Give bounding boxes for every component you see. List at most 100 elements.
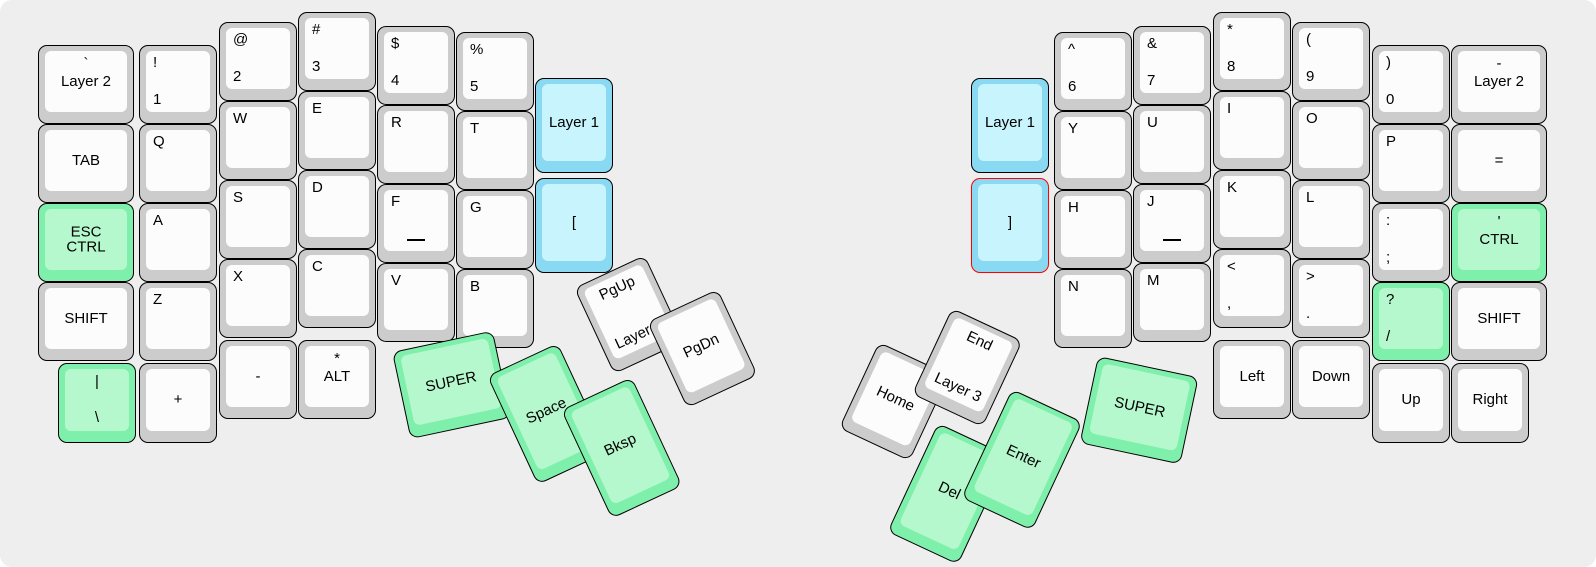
key-legend-center: PgDn xyxy=(680,329,722,362)
key-top: D xyxy=(305,176,369,237)
key-legend-top-left: ? xyxy=(1386,291,1395,308)
key-legend-top-left: R xyxy=(391,114,402,131)
key-l-c6-r2[interactable]: T xyxy=(456,111,534,190)
key-r-c5-r5[interactable]: Down xyxy=(1292,340,1370,419)
key-r-t-super[interactable]: SUPER xyxy=(1079,356,1199,465)
key-top: S xyxy=(226,186,290,247)
key-r-c6-r2[interactable]: P xyxy=(1372,124,1450,203)
key-r-c5-r1[interactable]: (9 xyxy=(1292,22,1370,101)
key-l-c4-r3[interactable]: D xyxy=(298,170,376,249)
key-r-c7-r4[interactable]: SHIFT xyxy=(1451,282,1547,361)
key-top: >. xyxy=(1299,265,1363,326)
key-r-c5-r2[interactable]: O xyxy=(1292,101,1370,180)
key-r-c6-r4[interactable]: ?/ xyxy=(1372,282,1450,361)
key-legend-top-center: ' xyxy=(1497,213,1501,230)
key-legend-top-left: D xyxy=(312,179,323,196)
key-legend-bottom-left: 7 xyxy=(1147,72,1156,90)
key-top: Left xyxy=(1220,346,1284,407)
key-l-c3-r3[interactable]: S xyxy=(219,180,297,259)
key-legend-top-left: & xyxy=(1147,35,1158,52)
key-r-c4-r4[interactable]: <, xyxy=(1213,249,1291,328)
key-l-c1-r4[interactable]: SHIFT xyxy=(38,282,134,361)
key-r-c2-r4[interactable]: N xyxy=(1054,269,1132,348)
key-top: Layer 1 xyxy=(542,84,606,161)
key-r-c4-r2[interactable]: I xyxy=(1213,91,1291,170)
key-l-c5-r2[interactable]: R xyxy=(377,105,455,184)
key-r-c1-r1[interactable]: Layer 1 xyxy=(971,78,1049,173)
key-top: Down xyxy=(1299,346,1363,407)
key-l-c3-r5[interactable]: - xyxy=(219,340,297,419)
key-top: %5 xyxy=(463,38,527,99)
key-top: E xyxy=(305,97,369,158)
key-r-c3-r3[interactable]: J xyxy=(1133,184,1211,263)
key-l-c3-r1[interactable]: @2 xyxy=(219,22,297,101)
key-legend-center: Layer 1 xyxy=(548,113,600,131)
key-r-c2-r2[interactable]: Y xyxy=(1054,111,1132,190)
key-r-c4-r5[interactable]: Left xyxy=(1213,340,1291,419)
key-l-c3-r2[interactable]: W xyxy=(219,101,297,180)
key-top: G xyxy=(463,196,527,257)
key-legend-top-left: A xyxy=(153,212,164,229)
key-l-c1-r2[interactable]: TAB xyxy=(38,124,134,203)
key-legend-bottom-left: 2 xyxy=(233,68,242,86)
key-legend-center: Layer 2 xyxy=(60,72,112,90)
key-legend-top-left: @ xyxy=(233,31,249,48)
key-legend-top-left: Y xyxy=(1068,120,1079,137)
key-r-c3-r2[interactable]: U xyxy=(1133,105,1211,184)
key-top: `Layer 2 xyxy=(45,51,127,112)
key-l-c2-r2[interactable]: Q xyxy=(139,124,217,203)
key-top: SHIFT xyxy=(45,288,127,349)
key-r-c3-r4[interactable]: M xyxy=(1133,263,1211,342)
key-r-c7-r5[interactable]: Right xyxy=(1451,363,1529,443)
key-l-c5-r4[interactable]: V xyxy=(377,263,455,342)
key-r-c7-r1[interactable]: -Layer 2 xyxy=(1451,45,1547,124)
key-r-c2-r3[interactable]: H xyxy=(1054,190,1132,269)
key-l-c1-r5[interactable]: |\ xyxy=(58,363,136,443)
key-l-c6-r3[interactable]: G xyxy=(456,190,534,269)
homing-bar-icon xyxy=(1163,239,1181,241)
key-l-c4-r5[interactable]: *ALT xyxy=(298,340,376,419)
key-l-c6-r1[interactable]: %5 xyxy=(456,32,534,111)
key-top: ^6 xyxy=(1061,38,1125,99)
key-r-c4-r3[interactable]: K xyxy=(1213,170,1291,249)
key-legend-top-left: P xyxy=(1386,133,1397,150)
key-r-c5-r3[interactable]: L xyxy=(1292,180,1370,259)
key-l-c1-r1[interactable]: `Layer 2 xyxy=(38,45,134,124)
key-top: P xyxy=(1379,130,1443,191)
key-r-c6-r3[interactable]: :; xyxy=(1372,203,1450,282)
key-l-c2-r4[interactable]: Z xyxy=(139,282,217,361)
key-l-c5-r1[interactable]: $4 xyxy=(377,26,455,105)
key-top: *8 xyxy=(1220,18,1284,79)
key-l-c7-r1[interactable]: Layer 1 xyxy=(535,78,613,173)
key-top: F xyxy=(384,190,448,251)
key-l-c2-r3[interactable]: A xyxy=(139,203,217,282)
key-l-c3-r4[interactable]: X xyxy=(219,259,297,338)
key-legend-center: Layer 2 xyxy=(1473,72,1525,90)
key-r-c2-r1[interactable]: ^6 xyxy=(1054,32,1132,111)
key-legend-top-left: C xyxy=(312,258,323,275)
key-r-c1-r2[interactable]: ] xyxy=(971,178,1049,273)
key-r-c5-r4[interactable]: >. xyxy=(1292,259,1370,338)
key-r-c6-r1[interactable]: )0 xyxy=(1372,45,1450,124)
key-r-c7-r2[interactable]: = xyxy=(1451,124,1547,203)
key-top: &7 xyxy=(1140,32,1204,93)
key-l-c4-r2[interactable]: E xyxy=(298,91,376,170)
key-l-c5-r3[interactable]: F xyxy=(377,184,455,263)
key-r-c6-r5[interactable]: Up xyxy=(1372,363,1450,443)
key-legend-top-left: V xyxy=(391,272,402,289)
key-l-c7-r2[interactable]: [ xyxy=(535,178,613,273)
key-l-c2-r5[interactable]: + xyxy=(139,363,217,443)
key-r-c3-r1[interactable]: &7 xyxy=(1133,26,1211,105)
key-top: + xyxy=(146,369,210,431)
key-legend-center: ALT xyxy=(323,367,351,385)
key-l-c4-r1[interactable]: #3 xyxy=(298,12,376,91)
key-legend-top-left: ( xyxy=(1306,31,1311,48)
key-legend-center: [ xyxy=(571,213,577,231)
key-r-c7-r3[interactable]: 'CTRL xyxy=(1451,203,1547,282)
key-l-c2-r1[interactable]: !1 xyxy=(139,45,217,124)
key-r-c4-r1[interactable]: *8 xyxy=(1213,12,1291,91)
key-l-c4-r4[interactable]: C xyxy=(298,249,376,328)
